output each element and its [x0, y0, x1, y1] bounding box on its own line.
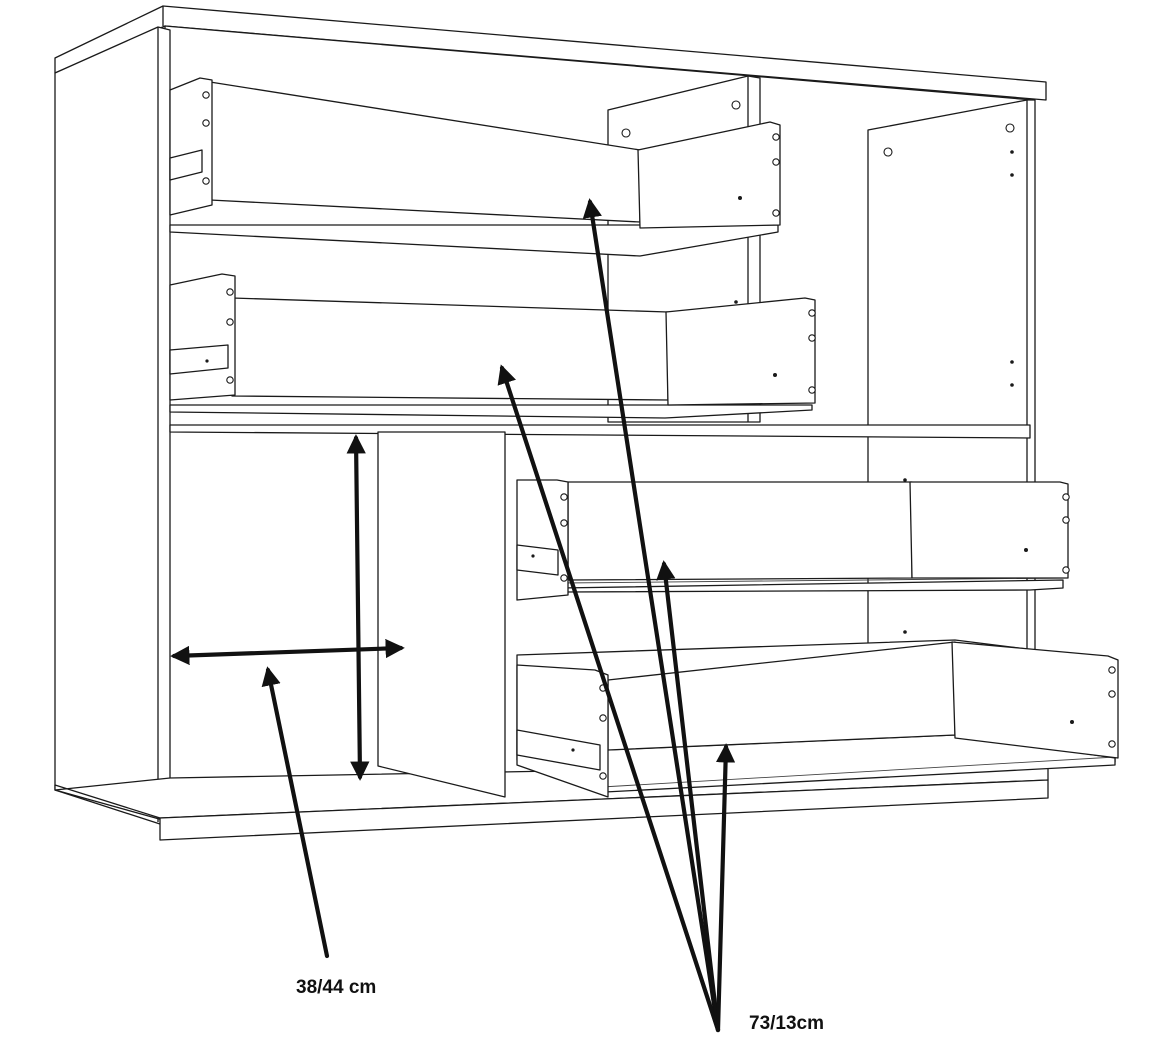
- middle-shelf: [169, 424, 1031, 439]
- cabinet-left-side-panel: [54, 26, 171, 823]
- drawer-second-left: [169, 273, 816, 419]
- leader-arrow-second-drawer: [497, 364, 721, 1033]
- width-dimension-label: 73/13cm: [749, 1013, 825, 1034]
- drawer-third-right: [516, 479, 1070, 601]
- middle-vertical-divider: [377, 431, 506, 798]
- height-arrow-left-compartment: [346, 434, 370, 781]
- dimension-arrows: [170, 198, 736, 1033]
- depth-dimension-label: 38/44 cm: [296, 977, 377, 998]
- leader-arrow-bottom-drawer: [715, 743, 736, 1033]
- leader-arrow-top-drawer: [582, 198, 721, 1033]
- drawer-top-left: [169, 77, 781, 257]
- depth-label-arrow: [261, 666, 330, 959]
- leader-arrow-third-drawer: [656, 560, 721, 1033]
